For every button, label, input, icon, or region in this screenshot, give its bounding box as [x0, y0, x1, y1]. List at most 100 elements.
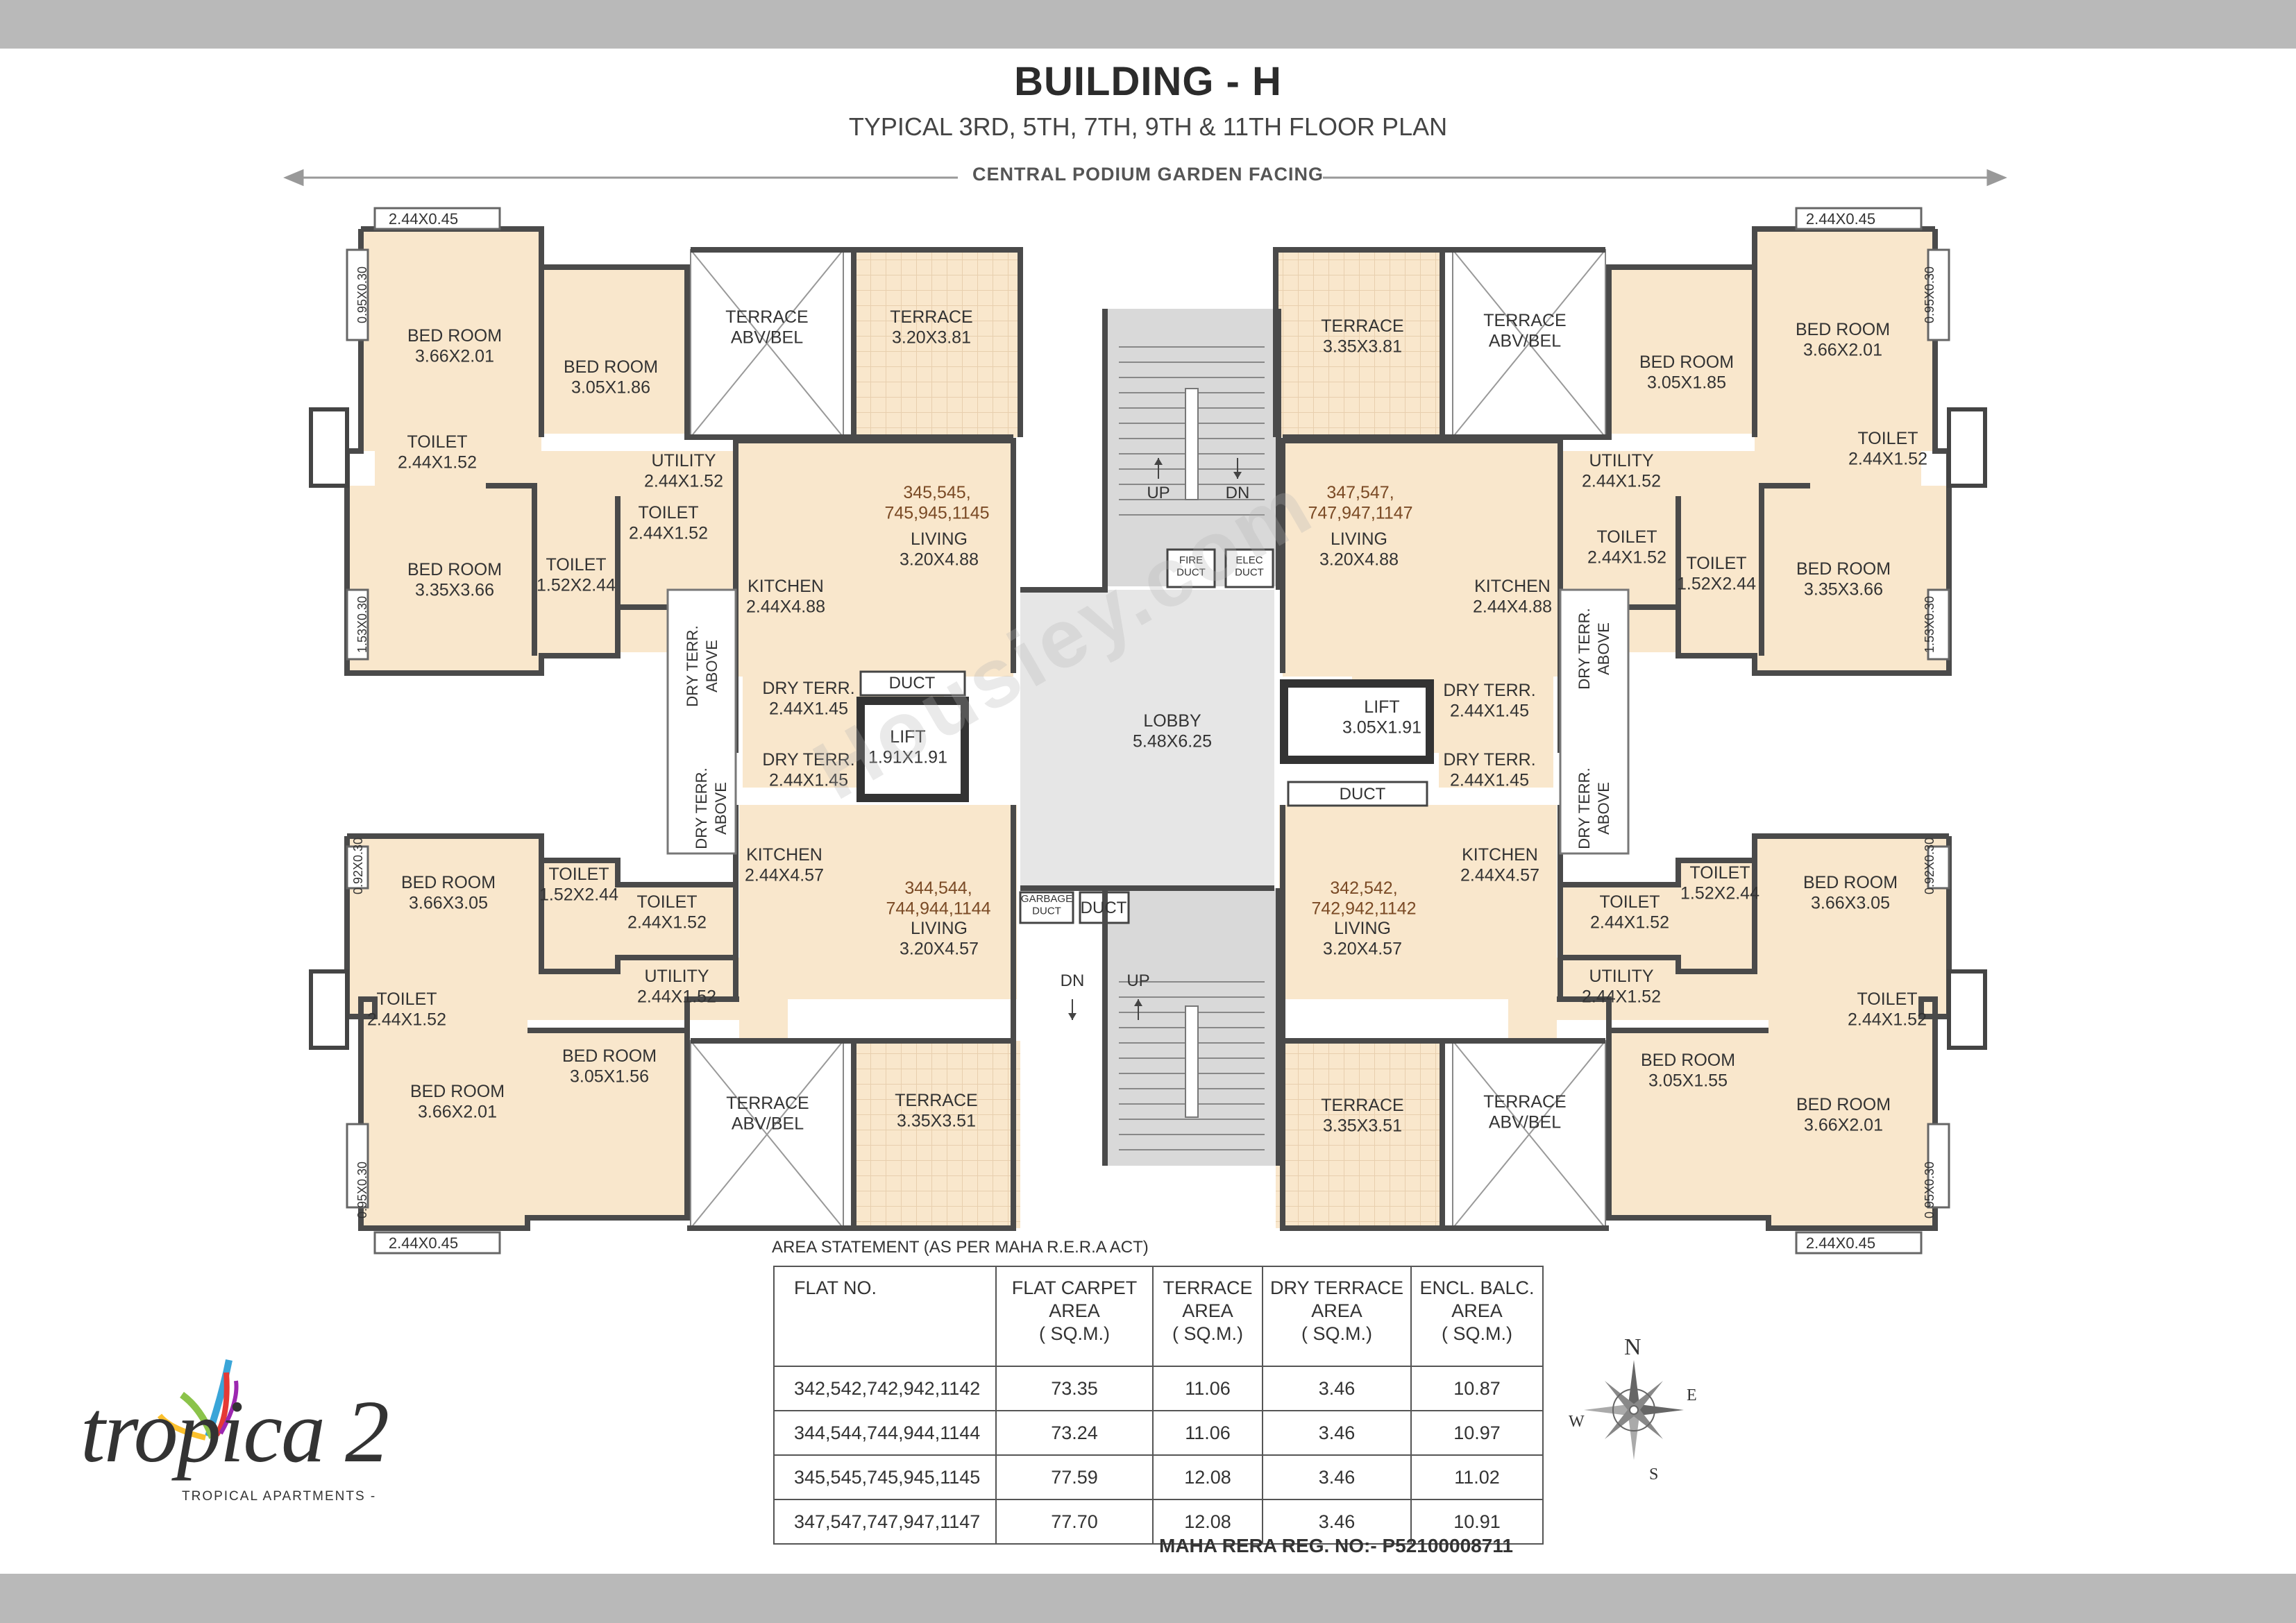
- vertical-dim: 0.95X0.30: [1923, 266, 1936, 323]
- room-label: DRY TERR.2.44X1.45: [1443, 681, 1535, 721]
- balcony-dim: 2.44X0.45: [1806, 210, 1875, 228]
- wall: [687, 805, 1016, 1231]
- small-label: UP: [1126, 971, 1149, 990]
- room-fill: [541, 267, 687, 434]
- flat-number-label: 344,544,744,944,1144: [886, 878, 990, 919]
- table-row: 345,545,745,945,1145 77.59 12.08 3.46 11…: [773, 1454, 1544, 1500]
- duct-box: [1287, 781, 1428, 807]
- dry-shaft: [1559, 588, 1630, 855]
- terrace-open-x: [690, 249, 844, 438]
- cell-balc: 11.02: [1410, 1454, 1544, 1500]
- wall: [1606, 836, 1952, 1231]
- small-label: DN: [1061, 971, 1085, 990]
- side-balcony: [346, 588, 369, 661]
- dry-shaft: [666, 588, 737, 855]
- fire-duct-box: [1166, 548, 1216, 588]
- room-fill: [1279, 805, 1557, 999]
- balcony-dim: 2.44X0.45: [389, 210, 458, 228]
- room-label: DRY TERR.2.44X1.45: [762, 750, 854, 790]
- flat-number-label: 345,545,745,945,1145: [884, 483, 989, 523]
- wall: [347, 833, 736, 887]
- room-fill: [1678, 489, 1762, 656]
- side-balcony: [1927, 1123, 1950, 1209]
- core-wall: [1020, 309, 1108, 593]
- facing-label: CENTRAL PODIUM GARDEN FACING: [972, 164, 1324, 185]
- wall: [1560, 860, 1757, 974]
- side-balcony: [346, 845, 369, 890]
- room-fill: [739, 999, 788, 1041]
- room-fill: [1508, 999, 1557, 1041]
- cell-dry: 3.46: [1262, 1499, 1412, 1545]
- bottom-band: [0, 1574, 2296, 1623]
- facing-arrow: [283, 169, 2007, 187]
- header-encl-balc: ENCL. BALC.AREA( SQ.M.): [1410, 1266, 1544, 1367]
- garbage-duct-box: [1019, 891, 1074, 924]
- stair-arrow-head: [1233, 472, 1242, 479]
- vertical-dim: 0.95X0.30: [355, 1162, 369, 1218]
- stair-arrow-head: [1068, 1013, 1077, 1020]
- wall: [1560, 833, 1949, 887]
- cell-flat: 342,542,742,942,1142: [773, 1366, 997, 1411]
- side-balcony: [1927, 248, 1950, 341]
- cell-carpet: 77.59: [995, 1454, 1154, 1500]
- room-fill: [1678, 860, 1755, 971]
- flat-number-label: 347,547,747,947,1147: [1308, 483, 1412, 523]
- room-fill: [361, 229, 541, 451]
- cell-dry: 3.46: [1262, 1454, 1412, 1500]
- room-fill: [534, 489, 618, 656]
- compass-s: S: [1649, 1465, 1658, 1484]
- wall: [539, 860, 736, 974]
- room-fill: [541, 860, 618, 971]
- elec-duct-box: [1224, 548, 1274, 588]
- room-fill: [618, 496, 736, 607]
- balcony: [373, 1231, 501, 1255]
- ac-ledge: [309, 407, 349, 488]
- table-row: 342,542,742,942,1142 73.35 11.06 3.46 10…: [773, 1366, 1544, 1411]
- stair-arrow-head: [1154, 458, 1163, 465]
- wall: [1560, 229, 1952, 676]
- table-row: 344,544,744,944,1144 73.24 11.06 3.46 10…: [773, 1410, 1544, 1456]
- balcony: [373, 207, 501, 230]
- balcony-dim: 2.44X0.45: [389, 1234, 458, 1252]
- side-balcony: [346, 1123, 369, 1209]
- wall: [1280, 805, 1609, 1231]
- wall: [1280, 226, 1935, 673]
- balcony: [1795, 1231, 1923, 1255]
- side-balcony: [1927, 588, 1950, 661]
- lift-right: [1280, 679, 1434, 764]
- room-fill: [1755, 486, 1949, 673]
- lift-left: [856, 697, 969, 802]
- top-band: [0, 0, 2296, 49]
- area-statement-title: AREA STATEMENT (AS PER MAHA R.E.R.A ACT): [772, 1238, 1149, 1257]
- room-fill: [743, 753, 857, 788]
- cell-flat: 347,547,747,947,1147: [773, 1499, 997, 1545]
- terrace-tiled: [854, 250, 1020, 437]
